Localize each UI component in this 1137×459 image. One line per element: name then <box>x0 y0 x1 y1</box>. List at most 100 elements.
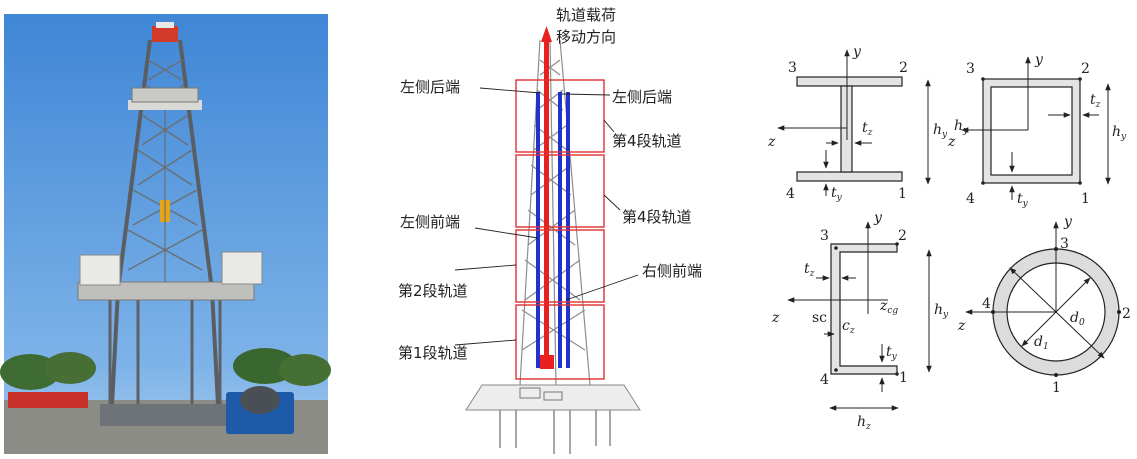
i-beam-section: y z tz ty hy 3 2 4 1 <box>767 44 948 203</box>
i-beam-corner-3: 3 <box>788 60 797 76</box>
substructure <box>108 300 222 410</box>
svg-text:hy: hy <box>954 118 969 136</box>
i-beam-top-flange <box>796 76 903 87</box>
tube-corner-3: 3 <box>1060 236 1069 252</box>
tube-z-label: z <box>957 318 966 334</box>
i-beam-hy-label: h <box>933 122 942 138</box>
channel-z-label: z <box>771 310 780 326</box>
svg-text:d1: d1 <box>1034 334 1049 352</box>
box-corner-1: 1 <box>1081 191 1090 207</box>
label-left-rear-end-a: 左侧后端 <box>400 78 460 96</box>
i-beam-corner-2: 2 <box>899 60 908 76</box>
tube-d1-dimension <box>1021 277 1091 347</box>
i-beam-hy-sub: y <box>941 130 948 140</box>
label-segment2: 第2段轨道 <box>398 282 468 300</box>
channel-zcg-label: z <box>879 298 888 314</box>
i-beam-corner-4: 4 <box>786 186 795 202</box>
label-left-front-end: 左侧前端 <box>400 213 460 231</box>
channel-section: y z tz ty zcg sc cz hy hz 3 2 4 1 <box>771 210 949 432</box>
dog-house-left <box>79 254 121 286</box>
crown-block <box>152 26 178 42</box>
channel-sc-label: sc <box>812 310 827 326</box>
channel-shape <box>830 243 898 375</box>
channel-hy-sub: y <box>942 310 949 320</box>
svg-text:cz: cz <box>842 318 855 336</box>
tower-model: 轨道载荷 移动方向 左侧后端 左侧后端 第4段轨道 第4段轨道 左侧前端 右侧前… <box>398 6 702 454</box>
channel-corner-1: 1 <box>899 370 908 386</box>
i-beam-ty-label: t <box>831 185 837 201</box>
svg-text:tz: tz <box>862 120 873 138</box>
label-segment4-a: 第4段轨道 <box>612 132 682 150</box>
svg-text:ty: ty <box>1017 191 1029 209</box>
tower-lattice <box>519 39 591 386</box>
channel-corner-2: 2 <box>898 228 907 244</box>
svg-text:hz: hz <box>857 414 871 432</box>
i-beam-ty-sub: y <box>836 193 843 203</box>
load-block <box>540 355 554 369</box>
svg-text:zcg: zcg <box>879 298 898 316</box>
derrick-mast <box>110 39 220 406</box>
box-section: y z tz ty hy hy 3 2 4 1 <box>947 52 1127 209</box>
i-beam-y-label: y <box>852 44 862 60</box>
svg-text:hy: hy <box>1112 124 1127 142</box>
dog-house-right <box>221 251 263 285</box>
leader-lines <box>454 87 639 346</box>
box-corner-3: 3 <box>966 61 975 77</box>
box-hy-label-left: h <box>954 118 963 134</box>
i-beam-bottom-flange <box>796 171 903 182</box>
channel-tz-sub: z <box>809 269 815 279</box>
box-corner-2: 2 <box>1081 61 1090 77</box>
tree-line <box>0 348 331 390</box>
rig-photo <box>0 14 331 454</box>
svg-text:hy: hy <box>933 122 948 140</box>
i-beam-tz-label: t <box>862 120 868 136</box>
box-ty-label: t <box>1017 191 1023 207</box>
arrow-caption-line2: 移动方向 <box>556 28 616 46</box>
channel-corner-4: 4 <box>820 372 829 388</box>
segment4-upper-frame <box>515 79 605 153</box>
box-corner-4: 4 <box>966 191 975 207</box>
box-tz-label: t <box>1090 92 1096 108</box>
channel-y-label: y <box>873 210 883 226</box>
channel-zcg-sub: cg <box>887 306 898 316</box>
label-left-rear-end-b: 左侧后端 <box>612 88 672 106</box>
monkey-board <box>128 100 202 110</box>
base <box>100 404 240 426</box>
i-beam-z-label: z <box>767 134 776 150</box>
channel-ty-sub: y <box>891 352 898 362</box>
drill-floor <box>77 281 255 301</box>
box-hy-label-right: h <box>1112 124 1121 140</box>
sky-background <box>4 14 328 454</box>
box-ty-sub: y <box>1022 199 1029 209</box>
label-segment1: 第1段轨道 <box>398 344 468 362</box>
tube-section: y z d0 d1 3 2 1 4 <box>957 214 1131 396</box>
channel-corner-3: 3 <box>820 228 829 244</box>
i-beam-corner-1: 1 <box>898 186 907 202</box>
tube-d0-sub: 0 <box>1079 318 1085 328</box>
box-hy-sub-left: y <box>962 126 969 136</box>
segment2-frame <box>515 229 605 303</box>
box-z-label: z <box>947 134 956 150</box>
channel-hz-sub: z <box>865 422 871 432</box>
tube-y-label: y <box>1063 214 1073 230</box>
load-arrow-head <box>541 26 552 42</box>
base-legs <box>499 410 611 454</box>
svg-text:hy: hy <box>934 302 949 320</box>
box-tz-sub: z <box>1095 100 1101 110</box>
label-segment4-b: 第4段轨道 <box>622 208 692 226</box>
channel-cz-sub: z <box>849 326 855 336</box>
segment-frames <box>515 79 605 380</box>
tube-corner-2: 2 <box>1122 306 1131 322</box>
i-beam-tz-sub: z <box>867 128 873 138</box>
svg-text:d0: d0 <box>1070 310 1085 328</box>
red-equipment <box>8 392 88 408</box>
tube-d1-sub: 1 <box>1043 342 1049 352</box>
channel-cz-label: c <box>842 318 850 334</box>
tube-corner-1: 1 <box>1052 380 1061 396</box>
tube-corner-4: 4 <box>982 296 991 312</box>
channel-hz-label: h <box>857 414 866 430</box>
svg-text:tz: tz <box>1090 92 1101 110</box>
box-inner <box>990 86 1073 176</box>
svg-text:ty: ty <box>831 185 843 203</box>
